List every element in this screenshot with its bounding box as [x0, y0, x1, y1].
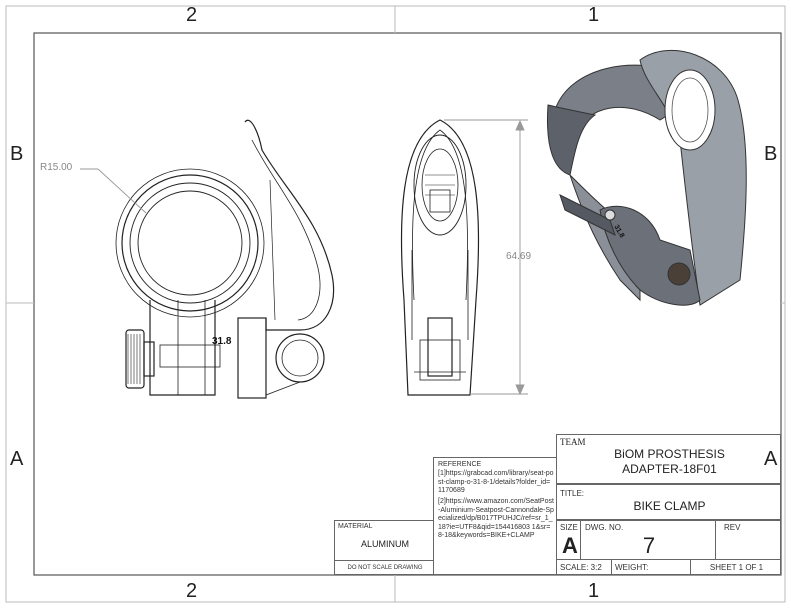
dns-label: DO NOT SCALE DRAWING — [347, 565, 423, 571]
weight-label: WEIGHT: — [615, 563, 649, 572]
zone-label-top-right: 1 — [588, 4, 600, 26]
zone-label-right-top: B — [764, 143, 778, 165]
dwg-no-label: DWG. NO. — [585, 523, 624, 532]
zone-label-bottom-left: 2 — [186, 580, 198, 602]
team-line2: ADAPTER-18F01 — [622, 462, 717, 476]
material-cell: MATERIAL ALUMINUM — [334, 520, 434, 561]
size-cell: SIZE A — [556, 520, 581, 560]
front-view — [115, 119, 335, 399]
zone-label-left-bottom: A — [10, 448, 24, 470]
dwg-no-value: 7 — [642, 533, 656, 558]
scale-cell: SCALE: 3:2 — [556, 559, 612, 575]
size-label: SIZE — [560, 523, 578, 532]
team-label: TEAM — [560, 437, 586, 447]
material-label: MATERIAL — [338, 523, 373, 530]
title-label: TITLE: — [560, 489, 585, 498]
height-dimension-value: 64.69 — [506, 251, 532, 262]
zone-label-right-bottom: A — [764, 448, 778, 470]
team-line1: BiOM PROSTHESIS — [614, 447, 725, 461]
material-value: ALUMINUM — [360, 539, 409, 549]
reference-cell: REFERENCE [1]https://grabcad.com/library… — [433, 457, 557, 575]
rev-label: REV — [724, 523, 741, 532]
reference-label: REFERENCE — [438, 461, 482, 468]
title-cell: TITLE: BIKE CLAMP — [556, 484, 781, 520]
radius-annotation: R15.00 — [40, 162, 73, 173]
height-dimension — [444, 119, 528, 396]
drawing-title: BIKE CLAMP — [633, 499, 706, 513]
team-cell: TEAM BiOM PROSTHESIS ADAPTER-18F01 — [556, 434, 781, 484]
size-value: A — [562, 533, 578, 558]
weight-cell: WEIGHT: — [611, 559, 691, 575]
sheet-value: SHEET 1 OF 1 — [709, 563, 764, 572]
zone-label-top-left: 2 — [186, 4, 198, 26]
iso-view — [546, 50, 747, 306]
scale-value: SCALE: 3:2 — [560, 563, 602, 572]
zone-label-bottom-right: 1 — [588, 580, 600, 602]
reference-1: [1]https://grabcad.com/library/seat-post… — [438, 470, 554, 494]
side-view — [400, 119, 480, 396]
reference-2: [2]https://www.amazon.com/SeatPost-Alumi… — [438, 498, 554, 539]
dwg-no-cell: DWG. NO. 7 — [580, 520, 716, 560]
rev-cell: REV — [715, 520, 781, 560]
radius-leader — [80, 168, 147, 214]
clamp-size-marking: 31.8 — [212, 336, 232, 347]
zone-label-left-top: B — [10, 143, 24, 165]
sheet-cell: SHEET 1 OF 1 — [690, 559, 781, 575]
dns-cell: DO NOT SCALE DRAWING — [334, 560, 434, 575]
